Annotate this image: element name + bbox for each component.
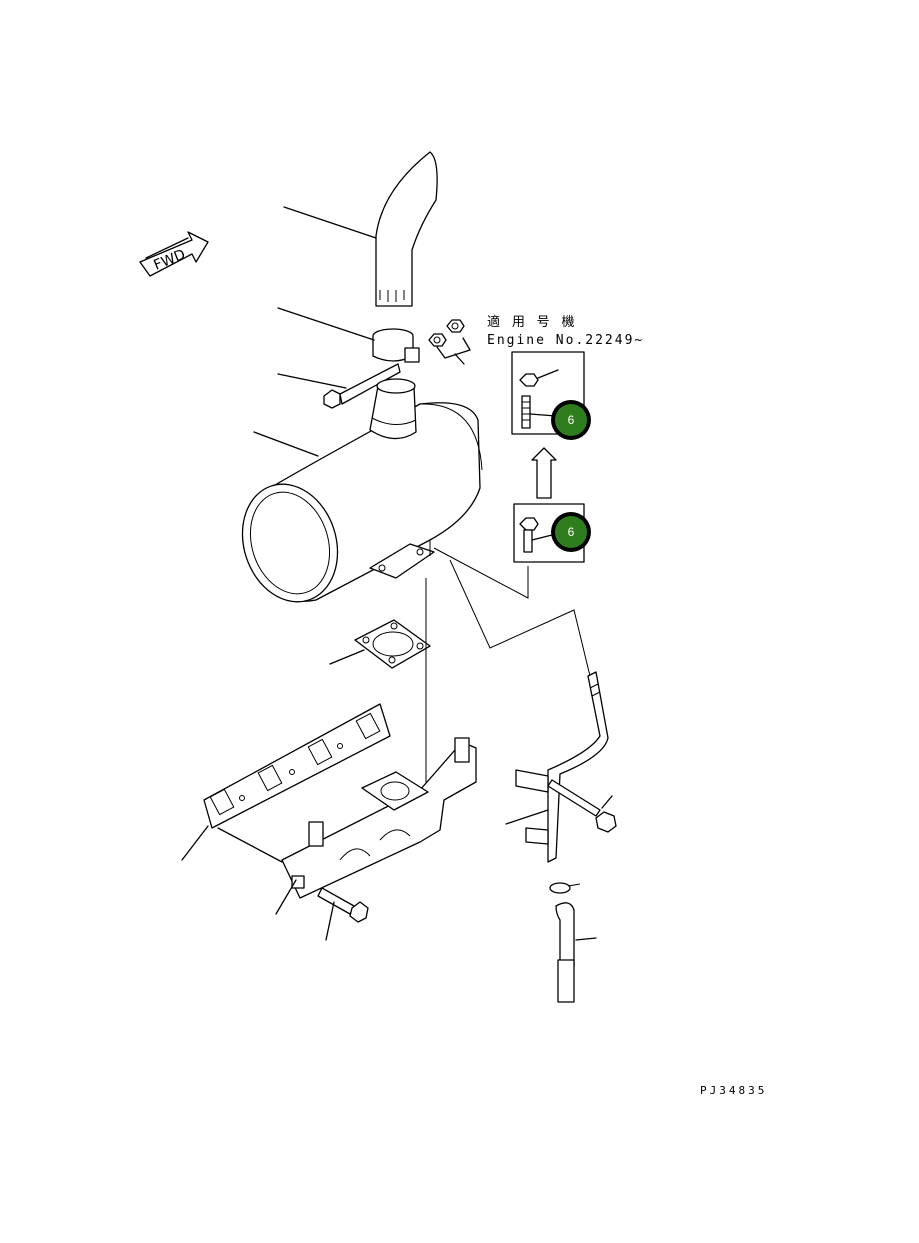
pipe-brackets bbox=[515, 769, 549, 845]
drawing-code: PJ34835 bbox=[700, 1084, 767, 1097]
drain-hose bbox=[555, 902, 597, 1003]
applicability-note: 適 用 号 機 Engine No.22249~ bbox=[487, 314, 644, 348]
upper-callout-badge-label: 6 bbox=[568, 413, 575, 427]
lower-callout-badge bbox=[555, 516, 587, 548]
bracket-bolt bbox=[547, 779, 617, 833]
fwd-label: FWD bbox=[152, 247, 188, 274]
up-arrow-icon bbox=[531, 447, 557, 499]
manifold-bolt bbox=[317, 887, 369, 941]
fwd-arrow-icon: FWD bbox=[139, 231, 209, 277]
muffler-gasket bbox=[329, 619, 431, 669]
nuts bbox=[428, 319, 471, 365]
drain-pipe bbox=[505, 671, 609, 863]
upper-callout: 6 bbox=[511, 351, 591, 440]
upper-callout-badge bbox=[555, 404, 587, 436]
clamp bbox=[277, 307, 420, 363]
lower-callout-badge-label: 6 bbox=[568, 525, 575, 539]
manifold-gasket bbox=[181, 703, 391, 861]
applicability-line2: Engine No.22249~ bbox=[487, 333, 644, 348]
muffler bbox=[241, 378, 483, 603]
tail-pipe bbox=[283, 151, 438, 307]
applicability-line1: 適 用 号 機 bbox=[487, 314, 576, 330]
lower-callout: 6 bbox=[513, 503, 591, 563]
hose-clamp bbox=[549, 882, 581, 894]
exhaust-manifold bbox=[217, 737, 477, 915]
clamp-bolt bbox=[277, 363, 401, 409]
